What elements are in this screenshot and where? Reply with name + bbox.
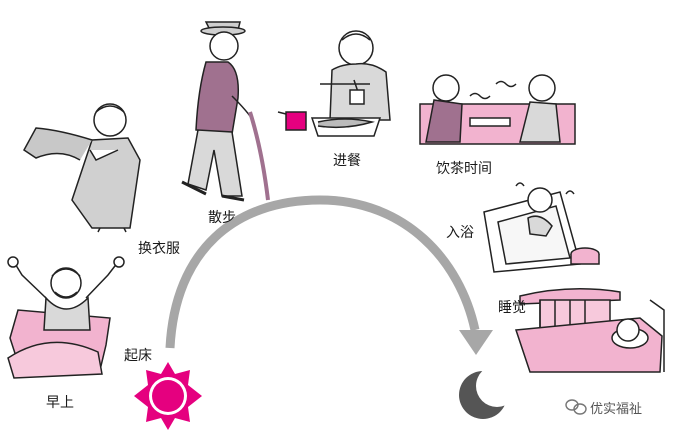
label-change-clothes: 换衣服: [138, 241, 180, 257]
label-bath: 入浴: [446, 225, 474, 241]
sleeping-illustration: [514, 288, 665, 373]
label-tea-time: 饮茶时间: [436, 161, 492, 177]
day-cycle-arrow: [165, 195, 493, 355]
wechat-icon: [565, 399, 587, 415]
walking-illustration: [181, 21, 270, 202]
changing-clothes-illustration: [23, 103, 141, 233]
label-walk: 散步: [208, 210, 236, 226]
moon-icon: [459, 365, 518, 419]
bath-illustration: [483, 182, 600, 273]
meal-illustration: [277, 30, 391, 137]
label-sleep: 睡觉: [498, 300, 526, 316]
label-get-up: 起床: [124, 348, 152, 364]
sun-icon: [134, 362, 202, 430]
getting-up-illustration: [7, 256, 125, 379]
label-meal: 进餐: [333, 153, 361, 169]
tea-time-illustration: [419, 74, 576, 145]
label-morning: 早上: [46, 395, 74, 411]
watermark-text: 优实福祉: [590, 402, 643, 417]
